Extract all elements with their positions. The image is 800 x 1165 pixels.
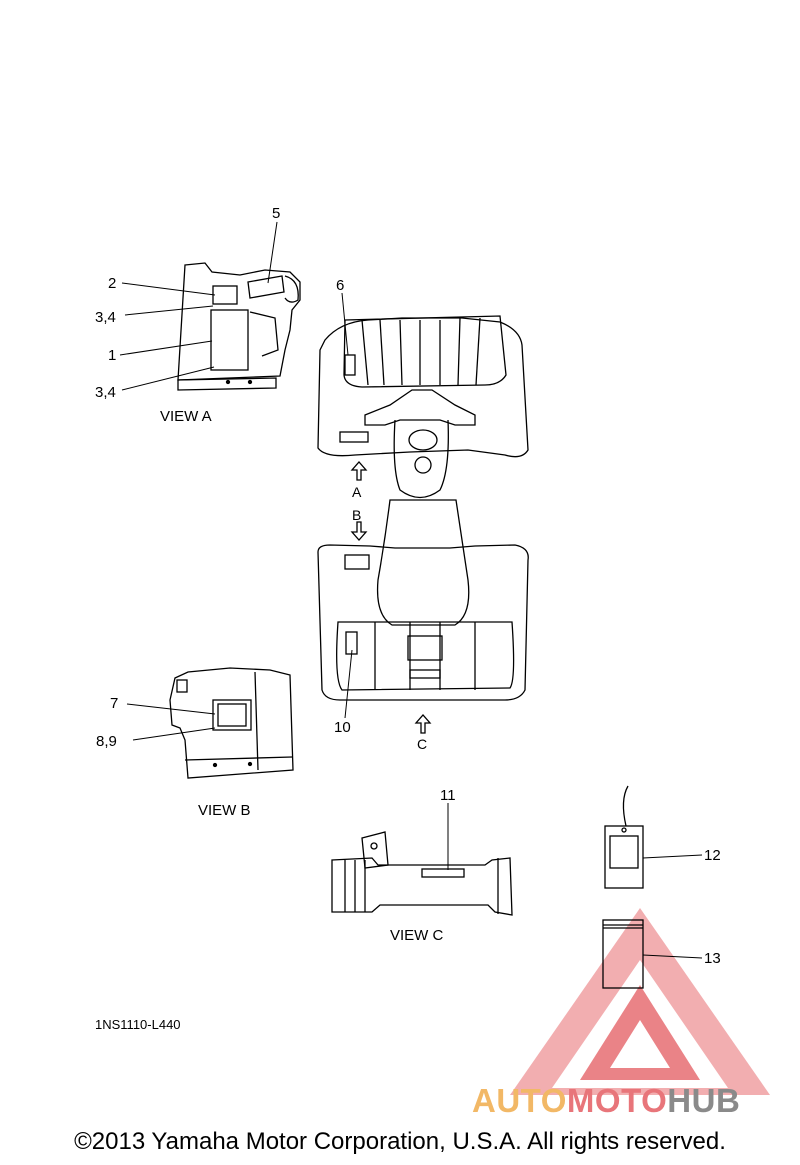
callout-1: 1 <box>108 347 116 364</box>
callout-7: 7 <box>110 695 118 712</box>
callout-11: 11 <box>440 787 456 804</box>
view-c-drawing <box>331 831 513 916</box>
arrow-label-a: A <box>352 484 362 500</box>
leader-lines-view-b <box>126 703 216 741</box>
atv-top-view <box>317 315 529 701</box>
callout-6: 6 <box>336 277 344 294</box>
leader-line-12 <box>642 854 703 859</box>
hang-tag-12 <box>604 785 644 889</box>
view-arrows <box>350 461 432 734</box>
callout-8-9: 8,9 <box>96 733 117 750</box>
leader-line-13 <box>642 954 703 959</box>
view-b-drawing <box>169 667 294 779</box>
callout-12: 12 <box>704 847 721 864</box>
copyright-notice: ©2013 Yamaha Motor Corporation, U.S.A. A… <box>74 1128 726 1155</box>
view-c-label: VIEW C <box>390 927 444 944</box>
watermark-brand: AUTOMOTOHUB <box>472 1082 740 1119</box>
view-a-drawing <box>177 262 301 391</box>
callout-3-4-lower: 3,4 <box>95 384 116 401</box>
arrow-labels: A B C <box>352 484 427 752</box>
view-b-label: VIEW B <box>198 802 251 819</box>
watermark-brand-auto: AUTO <box>472 1082 567 1119</box>
callout-2: 2 <box>108 275 116 292</box>
leader-lines-view-a <box>119 221 278 391</box>
callout-13: 13 <box>704 950 721 967</box>
watermark-brand-moto: MOTO <box>567 1082 667 1119</box>
leader-lines-main <box>341 292 353 719</box>
view-a-label: VIEW A <box>160 408 212 425</box>
view-labels: VIEW A VIEW B VIEW C <box>160 408 444 944</box>
callout-10: 10 <box>334 719 351 736</box>
callout-numbers: 5 2 3,4 1 3,4 6 7 8,9 10 11 12 13 <box>95 205 721 967</box>
label-13 <box>602 919 644 989</box>
arrow-label-c: C <box>417 736 427 752</box>
part-code: 1NS1110-L440 <box>95 1017 181 1032</box>
callout-3-4-upper: 3,4 <box>95 309 116 326</box>
watermark-brand-hub: HUB <box>667 1082 740 1119</box>
arrow-label-b: B <box>352 507 361 523</box>
watermark-logo <box>510 908 770 1095</box>
callout-5: 5 <box>272 205 280 222</box>
